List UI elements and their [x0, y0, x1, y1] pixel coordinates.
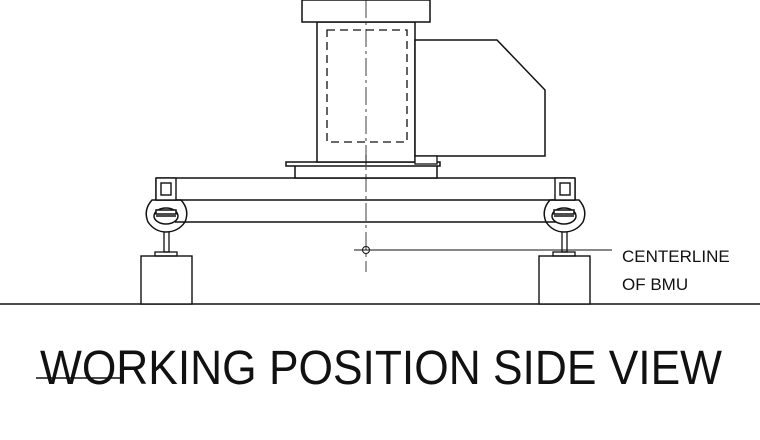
main-beam: [155, 177, 576, 223]
housing-support-plate: [414, 155, 438, 165]
motor-housing: [414, 39, 546, 157]
right-wheel-assembly: [543, 199, 586, 233]
left-wheel-assembly: [145, 199, 188, 233]
centerline-callout-line1: CENTERLINE: [622, 247, 730, 266]
centerline-marker: [354, 155, 612, 254]
right-foundation-block: [538, 255, 591, 305]
drawing-title: WORKING POSITION SIDE VIEW: [40, 342, 723, 395]
left-end-cap: [155, 177, 177, 201]
left-foundation-block: [140, 255, 193, 305]
centerline-callout-line2: OF BMU: [622, 275, 688, 294]
right-end-cap: [554, 177, 576, 201]
